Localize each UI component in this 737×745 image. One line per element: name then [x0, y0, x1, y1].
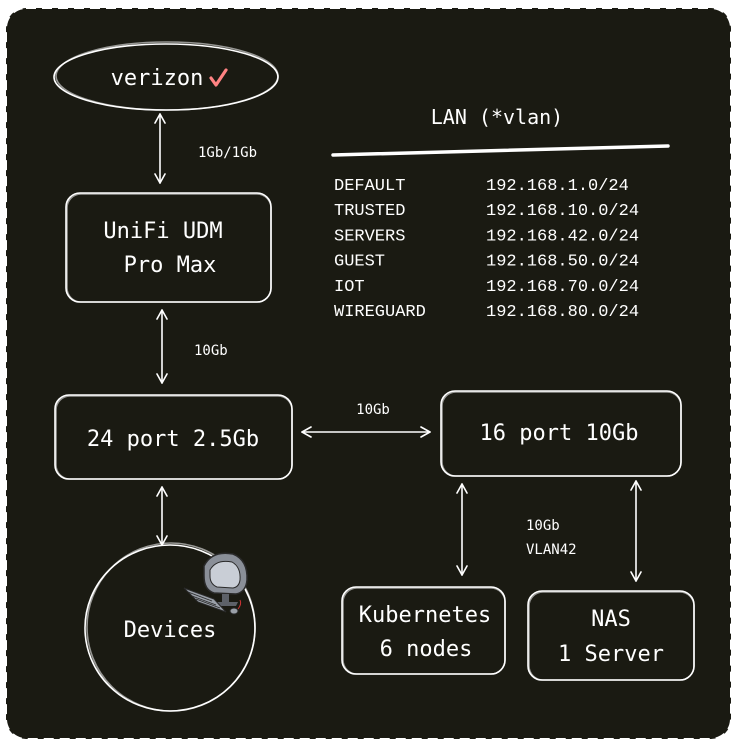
- isp-node: verizon: [53, 41, 279, 111]
- lan-row-name: GUEST: [334, 253, 385, 272]
- switch-24-port-node: 24 port 2.5Gb: [54, 394, 293, 480]
- lan-row-subnet: 192.168.42.0/24: [486, 227, 639, 246]
- lan-row-subnet: 192.168.50.0/24: [486, 253, 639, 272]
- servers-link-vlan: VLAN42: [526, 542, 577, 558]
- computer-icon: [183, 552, 248, 615]
- lan-row-name: SERVERS: [334, 227, 405, 246]
- isp-label: verizon: [111, 66, 204, 91]
- lan-row-subnet: 192.168.70.0/24: [486, 278, 639, 297]
- servers-link-speed: 10Gb: [526, 518, 560, 534]
- diagram-background: [5, 7, 732, 740]
- checkmark-icon: [209, 68, 228, 87]
- router-switch-link: 10Gb: [156, 309, 228, 384]
- nas-label-line2: 1 Server: [558, 642, 664, 667]
- lan-row-name: DEFAULT: [334, 177, 405, 196]
- kubernetes-label-line1: Kubernetes: [359, 603, 491, 628]
- nas-label-line1: NAS: [591, 607, 631, 632]
- switch-switch-speed: 10Gb: [356, 402, 390, 418]
- lan-row-subnet: 192.168.10.0/24: [486, 202, 639, 221]
- switch-16-port-node: 16 port 10Gb: [440, 390, 682, 477]
- kubernetes-label-line2: 6 nodes: [380, 637, 473, 662]
- router-switch-speed: 10Gb: [194, 343, 228, 359]
- lan-row-subnet: 192.168.1.0/24: [486, 177, 629, 196]
- lan-row-name: WIREGUARD: [334, 303, 426, 322]
- switch-switch-link: 10Gb: [301, 402, 431, 438]
- isp-router-speed: 1Gb/1Gb: [198, 145, 257, 161]
- lan-title: LAN (*vlan): [431, 105, 563, 129]
- isp-router-link: 1Gb/1Gb: [154, 113, 257, 184]
- lan-row-name: IOT: [334, 278, 365, 297]
- lan-table: LAN (*vlan) DEFAULT 192.168.1.0/24TRUSTED…: [331, 105, 670, 322]
- router-node: UniFi UDM Pro Max: [65, 192, 272, 303]
- switch-16-port-label: 16 port 10Gb: [480, 421, 639, 446]
- switch-24-port-label: 24 port 2.5Gb: [87, 427, 259, 452]
- nas-node: NAS 1 Server: [527, 590, 695, 681]
- router-label-line1: UniFi UDM: [103, 219, 222, 244]
- devices-node: Devices: [84, 542, 256, 712]
- devices-label: Devices: [124, 618, 217, 643]
- lan-row-name: TRUSTED: [334, 202, 405, 221]
- kubernetes-node: Kubernetes 6 nodes: [341, 586, 506, 675]
- router-label-line2: Pro Max: [124, 253, 217, 278]
- lan-title-underline: [331, 144, 670, 157]
- lan-row-subnet: 192.168.80.0/24: [486, 303, 639, 322]
